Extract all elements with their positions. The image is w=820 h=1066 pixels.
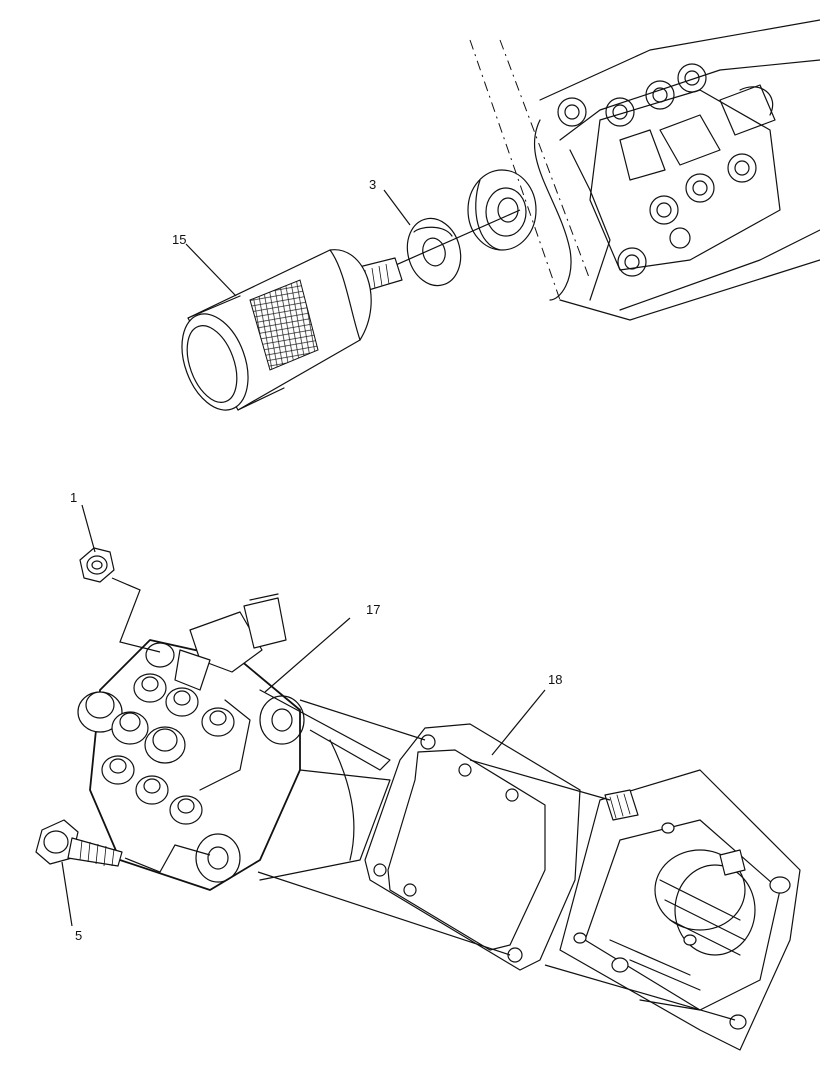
nut-path-line [111,577,161,653]
bolt-part-5 [35,819,123,867]
leader-lines [61,189,546,927]
callout-3: 3 [369,177,376,192]
callout-5: 5 [75,928,82,943]
fuel-pump-part-17 [77,593,391,891]
gasket-part-18 [364,723,581,971]
engine-housing-top [469,19,820,321]
callout-15: 15 [172,232,186,247]
callout-1: 1 [70,490,77,505]
assembly-axis-top [379,209,521,273]
bolt-path-line [124,844,211,873]
assembly-lines-bottom [257,699,736,1021]
engine-block-bottom [559,769,801,1051]
mounting-boss [467,169,537,251]
nut-part-1 [79,547,115,583]
washer-part-3 [406,217,462,287]
callout-17: 17 [366,602,380,617]
filter-part-15 [181,249,403,411]
callout-18: 18 [548,672,562,687]
